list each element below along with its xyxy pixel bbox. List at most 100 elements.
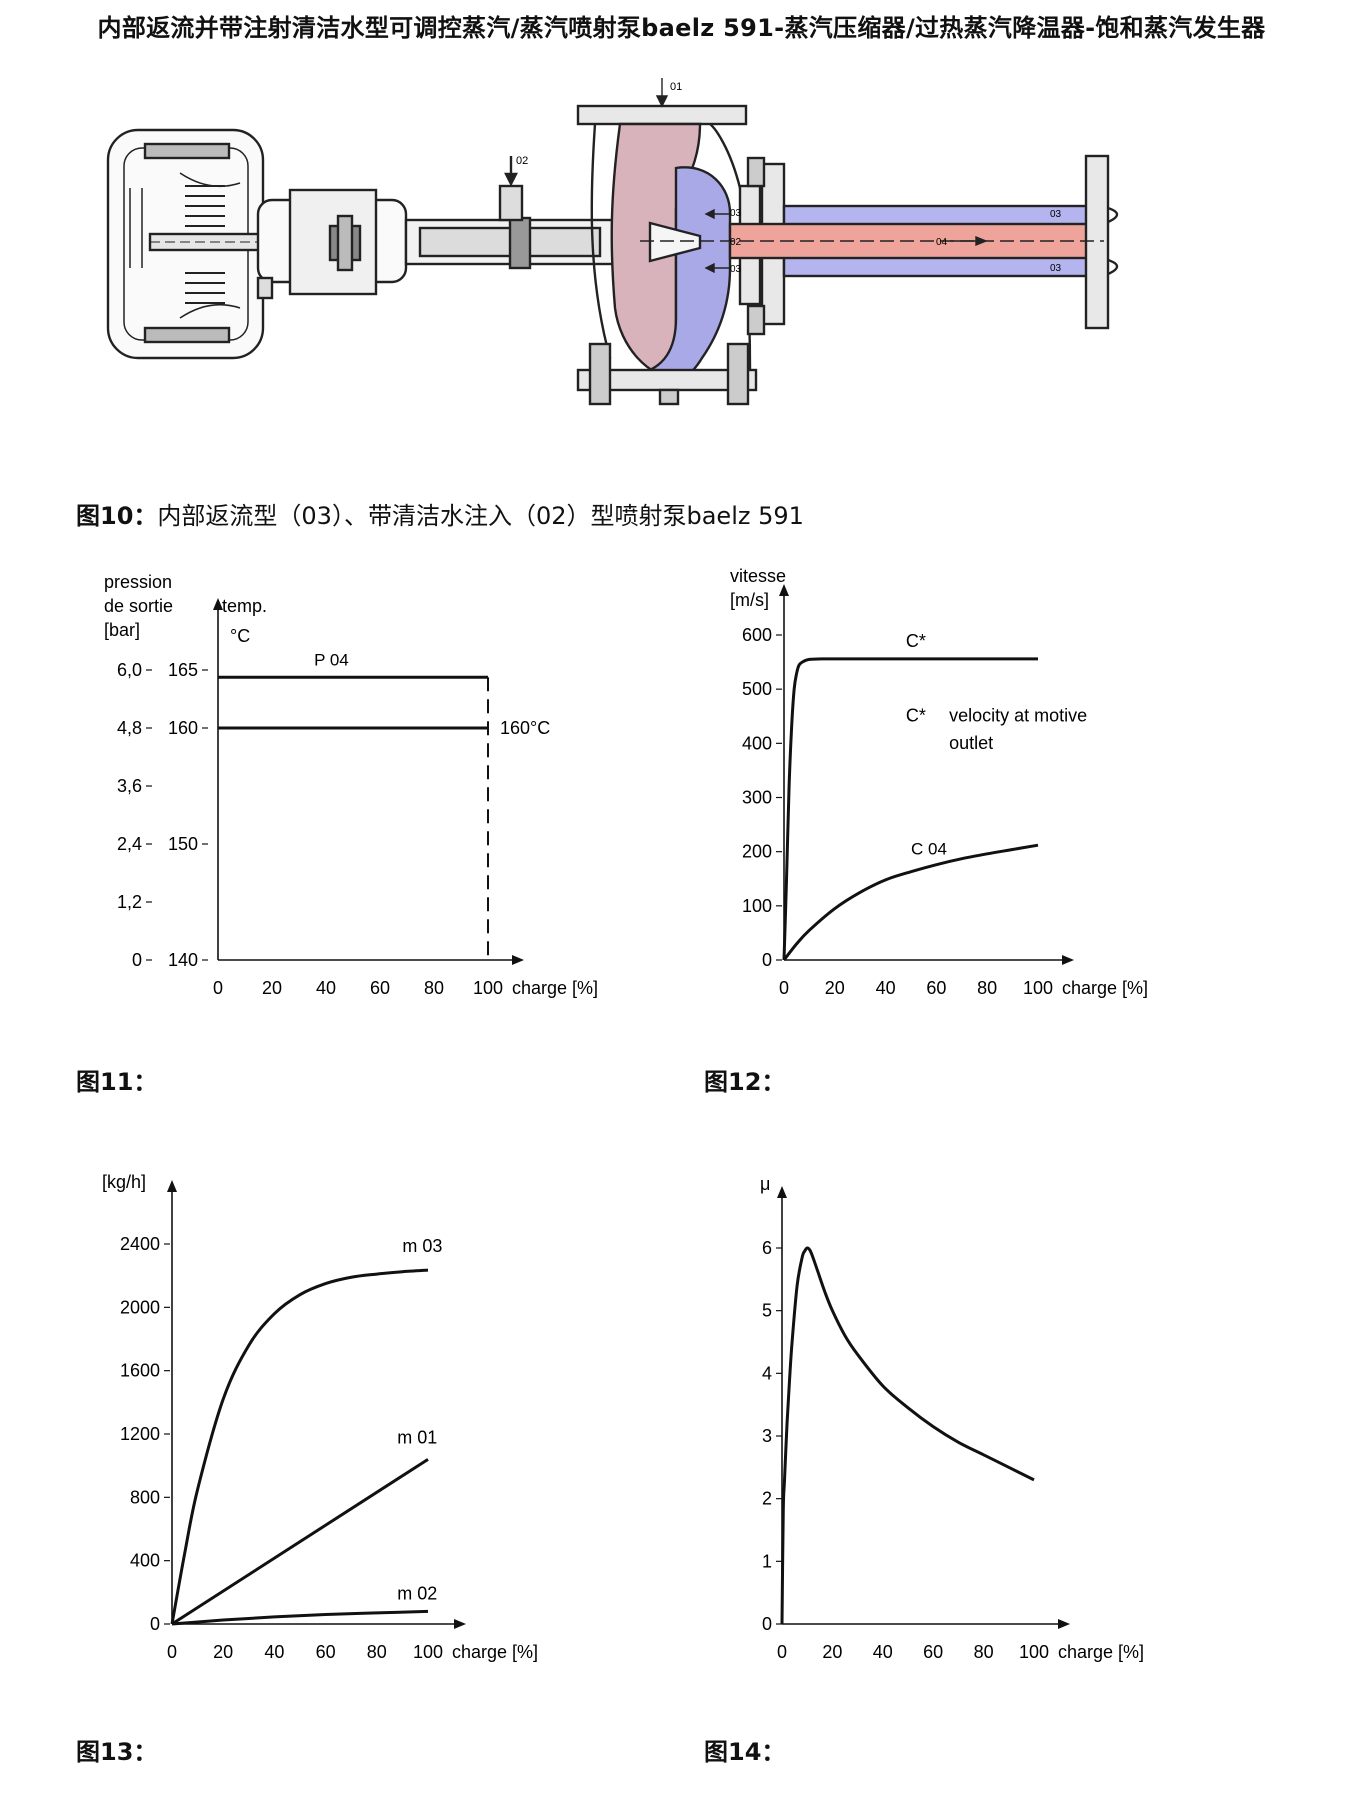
x-axis-label: charge [%] xyxy=(1062,978,1148,998)
x-tick-label: 80 xyxy=(424,978,444,998)
y-tick-label: 4,8 xyxy=(117,718,142,738)
x-tick-label: 0 xyxy=(167,1642,177,1662)
injection-port-02 xyxy=(498,184,524,222)
port-label-03-a: 03 xyxy=(730,208,742,219)
y-tick-label: 0 xyxy=(132,950,142,970)
x-tick-label: 100 xyxy=(1019,1642,1049,1662)
x-tick-label: 100 xyxy=(473,978,503,998)
x-tick-label: 20 xyxy=(822,1642,842,1662)
annotation-outlet: outlet xyxy=(949,733,993,753)
y-tick-label: 3,6 xyxy=(117,776,142,796)
y-axis-label: μ xyxy=(760,1174,770,1194)
annotation-m01: m 01 xyxy=(397,1427,437,1447)
y-axis-arrow xyxy=(167,1180,177,1192)
port-label-03-d: 03 xyxy=(1050,263,1062,274)
y-tick-label: 6 xyxy=(762,1238,772,1258)
annotation-velocity: velocity at motive xyxy=(949,706,1087,726)
y-tick-label: 300 xyxy=(742,788,772,808)
figure10-caption: 图10：内部返流型（03）、带清洁水注入（02）型喷射泵baelz 591 xyxy=(76,496,804,531)
x-tick-label: 60 xyxy=(923,1642,943,1662)
y-tick-label: 2400 xyxy=(120,1234,160,1254)
port-label-01: 01 xyxy=(670,81,682,93)
y-tick-label: 2000 xyxy=(120,1297,160,1317)
y-tick-label: 1600 xyxy=(120,1361,160,1381)
y-tick-label: 0 xyxy=(762,1614,772,1634)
y-axis-label: [m/s] xyxy=(730,590,769,610)
x-tick-label: 40 xyxy=(316,978,336,998)
port-label-02-top: 02 xyxy=(516,155,528,167)
figure10-label: 图10： xyxy=(76,502,158,530)
port-label-03-b: 03 xyxy=(730,264,742,275)
actuator-spring-top xyxy=(129,185,225,268)
y-axis-arrow xyxy=(213,598,223,610)
y-axis-label: vitesse xyxy=(730,566,786,586)
x-axis-arrow xyxy=(1062,955,1074,965)
y-axis-label: pression xyxy=(104,572,172,592)
annotation-m03: m 03 xyxy=(402,1236,442,1256)
y-axis-label: [bar] xyxy=(104,620,140,640)
y2-axis-label: temp. xyxy=(222,596,267,616)
series-line-1 xyxy=(782,843,1039,961)
port-label-02-nozzle: 02 xyxy=(730,237,742,248)
series-line-2 xyxy=(171,1609,429,1626)
y-tick-label: 500 xyxy=(742,679,772,699)
y-tick-label: 0 xyxy=(762,950,772,970)
y-tick-label: 2,4 xyxy=(117,834,142,854)
y-tick-label: 5 xyxy=(762,1301,772,1321)
y-tick-label: 100 xyxy=(742,896,772,916)
y2-tick-label: 160 xyxy=(168,718,198,738)
x-axis-arrow xyxy=(1058,1619,1070,1629)
x-tick-label: 60 xyxy=(370,978,390,998)
y-tick-label: 2 xyxy=(762,1489,772,1509)
x-tick-label: 60 xyxy=(316,1642,336,1662)
x-tick-label: 40 xyxy=(264,1642,284,1662)
motive-nozzle xyxy=(648,221,702,263)
x-tick-label: 60 xyxy=(926,978,946,998)
y2-axis-unit: °C xyxy=(230,626,250,646)
y-tick-label: 200 xyxy=(742,842,772,862)
annotation-cstar: C* xyxy=(906,631,926,651)
x-tick-label: 0 xyxy=(777,1642,787,1662)
figure10-caption-text: 内部返流型（03）、带清洁水注入（02）型喷射泵baelz 591 xyxy=(157,502,804,530)
y-tick-label: 4 xyxy=(762,1363,772,1383)
y-tick-label: 1200 xyxy=(120,1424,160,1444)
suction-chamber xyxy=(636,166,732,390)
end-flange xyxy=(1084,154,1110,330)
annotation-c04: C 04 xyxy=(911,839,947,858)
ejector-cross-section-diagram: 02 01 03 xyxy=(106,78,1119,406)
series-line-0 xyxy=(170,1268,429,1625)
y-tick-label: 1,2 xyxy=(117,892,142,912)
port-label-04: 04 xyxy=(936,237,948,248)
x-axis-arrow xyxy=(512,955,524,965)
figure14-label: 图14： xyxy=(704,1738,786,1766)
y-axis-arrow xyxy=(777,1186,787,1198)
y-axis-label: de sortie xyxy=(104,596,173,616)
x-tick-label: 80 xyxy=(974,1642,994,1662)
figure13-label: 图13： xyxy=(76,1738,158,1766)
figure12-label: 图12： xyxy=(704,1068,786,1096)
actuator-spring-bottom xyxy=(185,272,225,304)
y2-tick-label: 140 xyxy=(168,950,198,970)
series-line-0 xyxy=(782,657,1038,961)
y-tick-label: 600 xyxy=(742,625,772,645)
x-tick-label: 100 xyxy=(1023,978,1053,998)
x-axis-label: charge [%] xyxy=(452,1642,538,1662)
x-tick-label: 40 xyxy=(876,978,896,998)
inlet-flange xyxy=(576,104,748,126)
page-title: 内部返流并带注射清洁水型可调控蒸汽/蒸汽喷射泵baelz 591-蒸汽压缩器/过… xyxy=(97,14,1266,42)
annotation-p04: P 04 xyxy=(314,650,349,669)
x-tick-label: 20 xyxy=(262,978,282,998)
x-tick-label: 100 xyxy=(413,1642,443,1662)
x-tick-label: 80 xyxy=(977,978,997,998)
y-axis-label: [kg/h] xyxy=(102,1172,146,1192)
y-tick-label: 6,0 xyxy=(117,660,142,680)
y-tick-label: 1 xyxy=(762,1551,772,1571)
y-tick-label: 400 xyxy=(742,733,772,753)
x-tick-label: 0 xyxy=(779,978,789,998)
x-tick-label: 80 xyxy=(367,1642,387,1662)
series-line-1 xyxy=(171,1458,429,1626)
